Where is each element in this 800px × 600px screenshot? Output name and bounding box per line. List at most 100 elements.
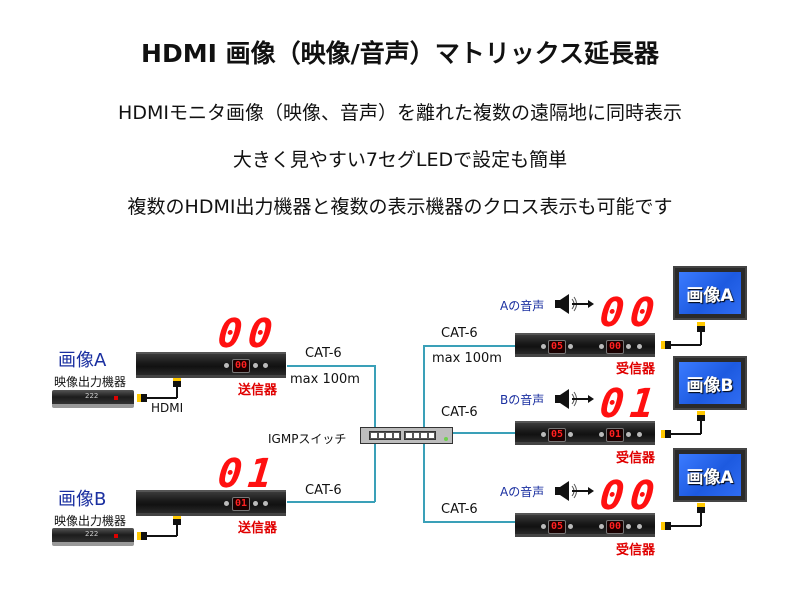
hdmi-wire — [671, 525, 701, 527]
hdmi-wire-vertical — [700, 513, 702, 526]
hdmi-connector-icon — [173, 377, 181, 387]
transmitter-b[interactable]: 01 — [136, 490, 286, 516]
ethernet-port-icon — [412, 432, 420, 439]
transmitter-a-mini-display: 00 — [232, 359, 251, 373]
receiver-3[interactable]: 05 00 — [515, 513, 655, 537]
source-a-player: 222 — [52, 390, 134, 408]
cable-tx-b — [287, 501, 375, 503]
status-led-icon — [444, 437, 448, 441]
button-icon — [599, 524, 604, 529]
ethernet-port-icon — [370, 432, 378, 439]
monitor-1-screen: 画像A — [679, 272, 741, 314]
cable-rx-1 — [423, 345, 515, 347]
receiver-1-sub-display: 05 — [548, 340, 567, 354]
tx-a-link-label: CAT-6 — [305, 346, 342, 361]
transmitter-a-label: 送信器 — [238, 383, 278, 398]
hdmi-wire — [147, 397, 177, 399]
hdmi-connector-icon — [137, 532, 147, 540]
igmp-switch[interactable] — [360, 427, 453, 444]
hdmi-connector-icon — [697, 411, 705, 421]
receiver-2-label: 受信器 — [616, 451, 656, 466]
button-icon — [626, 432, 631, 437]
ethernet-port-icon — [377, 432, 385, 439]
feature-line-2: 大きく見やすい7セグLEDで設定も簡単 — [232, 149, 568, 171]
source-a-player-display: 222 — [85, 392, 99, 400]
transmitter-b-mini-display: 01 — [232, 497, 251, 511]
hdmi-connector-icon — [137, 394, 147, 402]
hdmi-wire — [671, 433, 701, 435]
ethernet-port-icon — [405, 432, 413, 439]
transmitter-b-channel-display: 01 — [215, 451, 281, 497]
transmitter-b-label: 送信器 — [238, 521, 278, 536]
switch-label: IGMPスイッチ — [268, 432, 347, 446]
button-icon — [253, 363, 258, 368]
hdmi-wire-vertical — [176, 524, 178, 536]
button-icon — [637, 432, 642, 437]
ethernet-port-icon — [392, 432, 400, 439]
source-a-device-label: 映像出力機器 — [54, 375, 127, 389]
source-b-label: 画像B — [58, 489, 107, 510]
button-icon — [541, 344, 546, 349]
hdmi-connector-icon — [661, 341, 671, 349]
monitor-2: 画像B — [673, 356, 747, 410]
hdmi-wire — [147, 535, 177, 537]
speaker-icon — [555, 480, 595, 502]
button-icon — [626, 344, 631, 349]
button-icon — [568, 432, 573, 437]
receiver-1-label: 受信器 — [616, 362, 656, 377]
receiver-3-sub-display: 05 — [548, 520, 567, 534]
rx-2-audio-label: Bの音声 — [500, 393, 545, 407]
speaker-icon — [555, 293, 595, 315]
receiver-1[interactable]: 05 00 — [515, 333, 655, 357]
receiver-2-mini-display: 01 — [606, 428, 625, 442]
cable-switch-rx-2 — [452, 432, 515, 434]
rx-2-link-label: CAT-6 — [441, 405, 478, 420]
receiver-3-mini-display: 00 — [606, 520, 625, 534]
button-icon — [599, 344, 604, 349]
button-icon — [224, 363, 229, 368]
hdmi-wire — [671, 344, 701, 346]
rx-1-distance-label: max 100m — [432, 351, 502, 366]
button-icon — [637, 344, 642, 349]
rx-1-audio-label: Aの音声 — [500, 299, 545, 313]
power-led-icon — [114, 534, 118, 538]
transmitter-a[interactable]: 00 — [136, 352, 286, 378]
source-a-label: 画像A — [58, 350, 107, 371]
tx-a-distance-label: max 100m — [290, 372, 360, 387]
ethernet-port-icon — [420, 432, 428, 439]
receiver-3-channel-display: 00 — [597, 473, 663, 519]
button-icon — [224, 501, 229, 506]
rx-3-link-label: CAT-6 — [441, 502, 478, 517]
source-b-player-display: 222 — [85, 530, 99, 538]
hdmi-connector-icon — [173, 515, 181, 525]
hdmi-connector-icon — [661, 522, 671, 530]
monitor-3: 画像A — [673, 448, 747, 502]
button-icon — [568, 524, 573, 529]
port-group-1 — [369, 431, 401, 440]
source-a-cable-label: HDMI — [151, 401, 184, 415]
receiver-1-channel-display: 00 — [597, 290, 663, 336]
ethernet-port-icon — [427, 432, 435, 439]
page-title: HDMI 画像（映像/音声）マトリックス延長器 — [141, 39, 659, 68]
button-icon — [626, 524, 631, 529]
receiver-2-sub-display: 05 — [548, 428, 567, 442]
button-icon — [263, 363, 268, 368]
feature-line-1: HDMIモニタ画像（映像、音声）を離れた複数の遠隔地に同時表示 — [118, 102, 682, 124]
power-led-icon — [114, 396, 118, 400]
rx-1-link-label: CAT-6 — [441, 326, 478, 341]
speaker-icon — [555, 388, 595, 410]
receiver-2[interactable]: 05 01 — [515, 421, 655, 445]
rx-3-audio-label: Aの音声 — [500, 485, 545, 499]
cable-tx-a — [287, 365, 375, 367]
monitor-2-screen: 画像B — [679, 362, 741, 404]
monitor-1: 画像A — [673, 266, 747, 320]
hdmi-connector-icon — [697, 503, 705, 513]
tx-b-link-label: CAT-6 — [305, 483, 342, 498]
button-icon — [253, 501, 258, 506]
monitor-3-screen: 画像A — [679, 454, 741, 496]
button-icon — [637, 524, 642, 529]
button-icon — [568, 344, 573, 349]
feature-line-3: 複数のHDMI出力機器と複数の表示機器のクロス表示も可能です — [127, 196, 673, 218]
button-icon — [263, 501, 268, 506]
button-icon — [541, 524, 546, 529]
